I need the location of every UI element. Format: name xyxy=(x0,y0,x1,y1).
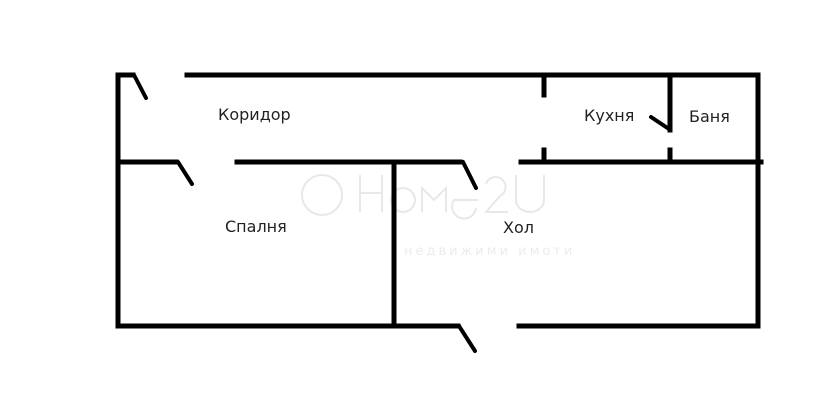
room-label-living-room: Хол xyxy=(503,218,534,237)
room-label-kitchen: Кухня xyxy=(584,106,635,125)
room-label-corridor: Коридор xyxy=(218,105,291,124)
room-label-bathroom: Баня xyxy=(689,107,730,126)
watermark-tagline: недвижими имоти xyxy=(404,244,576,259)
doors xyxy=(132,73,671,353)
door-living xyxy=(461,160,478,190)
door-entrance xyxy=(132,73,148,100)
watermark-logo xyxy=(301,174,545,220)
door-bathroom xyxy=(649,115,671,131)
door-balcony xyxy=(457,324,477,353)
room-label-bedroom: Спалня xyxy=(225,217,287,236)
door-bedroom xyxy=(176,160,194,186)
walls xyxy=(115,72,764,329)
